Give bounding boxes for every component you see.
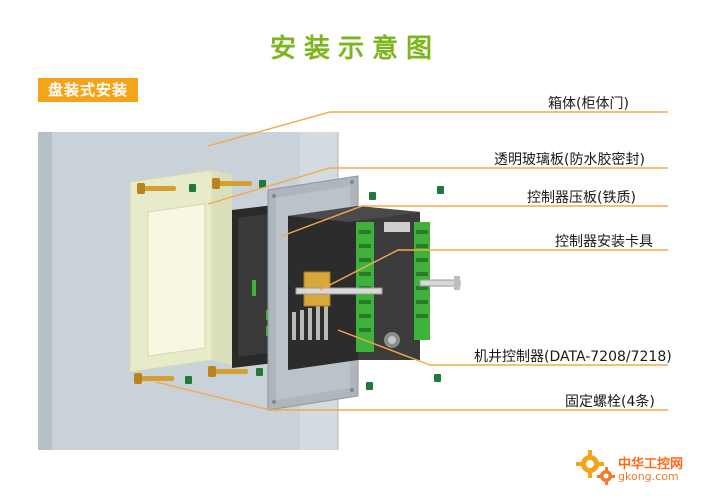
page-title: 安装示意图 [269, 34, 440, 64]
bolt-bottom-left [134, 373, 174, 384]
callout-pressure-plate: 控制器压板(铁质) [527, 190, 636, 206]
glass-plate [129, 169, 232, 373]
leader-lines [155, 111, 668, 411]
leader-line-cabinet [207, 111, 668, 147]
leader-line-controller [337, 329, 668, 366]
gear-icon [576, 450, 615, 485]
leader-line-clamp [319, 249, 668, 291]
bolt-bottom-right [208, 366, 248, 377]
callout-controller: 机井控制器(DATA-7208/7218) [474, 349, 672, 365]
callout-bolts: 固定螺栓(4条) [565, 394, 655, 410]
leader-line-pressure-plate [281, 205, 668, 237]
bolt-top-right [212, 178, 252, 189]
callout-cabinet: 箱体(柜体门) [548, 96, 629, 112]
watermark-url: gkong.com [618, 470, 679, 483]
mounting-clamp [295, 271, 461, 307]
mount-type-tag: 盘装式安装 [38, 78, 139, 102]
bolt-top-left [137, 183, 176, 194]
leader-line-bolts [155, 381, 668, 411]
leader-line-glass [207, 167, 668, 205]
callout-mounting-clamp: 控制器安装卡具 [555, 234, 653, 250]
nuts [185, 180, 444, 390]
watermark-brand: 中华工控网 [618, 457, 684, 472]
callout-glass-plate: 透明玻璃板(防水胶密封) [494, 152, 645, 168]
